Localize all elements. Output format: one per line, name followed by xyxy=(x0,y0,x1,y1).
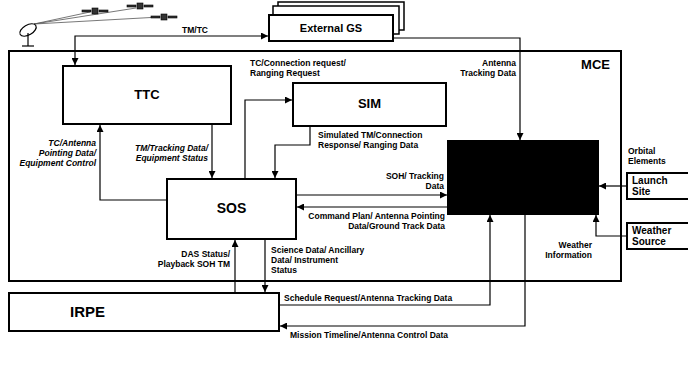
solar-panel xyxy=(82,10,91,12)
solar-panel xyxy=(127,5,136,7)
satellite-icon xyxy=(127,3,153,9)
connector-label: Antenna Tracking Data xyxy=(448,58,516,78)
band-title: MCE xyxy=(581,58,610,72)
process-box: SOS xyxy=(166,178,297,240)
connector-arrow xyxy=(211,125,212,178)
satellite-icon xyxy=(82,8,108,14)
connector-label: Mission Timeline/Antenna Control Data xyxy=(290,330,448,340)
box-title: TTC xyxy=(134,88,159,102)
connector-label: TC/Antenna Pointing Data/ Equipment Cont… xyxy=(14,138,96,169)
box-title: IRPE xyxy=(70,304,105,321)
external-source-box: Launch Site xyxy=(626,172,688,200)
antenna-dish xyxy=(18,21,39,46)
solar-panel xyxy=(168,16,177,18)
box-title: SIM xyxy=(358,97,381,111)
connector-label: TM/Tracking Data/ Equipment Status xyxy=(108,143,208,163)
connector-label: Weather Information xyxy=(534,240,592,260)
process-box: IRPE xyxy=(8,292,280,332)
connector-arrow xyxy=(234,240,235,292)
box-title: Weather Source xyxy=(632,225,688,247)
satellite-links xyxy=(34,8,160,24)
process-box: SIM xyxy=(292,82,447,127)
solar-panel xyxy=(99,10,108,12)
connector-label: Orbital Elements xyxy=(628,146,684,166)
connector-label: TM/TC xyxy=(182,25,208,35)
connector-label: Schedule Request/Antenna Tracking Data xyxy=(284,293,452,303)
solar-panel xyxy=(151,16,160,18)
connector-label: DAS Status/ Playback SOH TM xyxy=(146,249,230,269)
connector-arrow xyxy=(275,127,310,178)
connector-label: SOH/ Tracking Data xyxy=(378,171,444,191)
satellite-body xyxy=(161,14,167,20)
ground-station-box: External GS xyxy=(268,14,394,42)
radio-link xyxy=(34,17,160,24)
connector-arrow xyxy=(245,100,292,178)
redacted-box xyxy=(447,140,599,215)
process-box: TTC xyxy=(62,65,232,125)
connector-arrow xyxy=(297,206,447,207)
external-source-box: Weather Source xyxy=(626,222,688,250)
box-title: Launch Site xyxy=(632,175,688,197)
box-title: SOS xyxy=(217,201,247,216)
connector-label: TC/Connection request/ Ranging Request xyxy=(250,58,380,78)
satellite-body xyxy=(137,3,143,9)
box-title: External GS xyxy=(300,22,362,34)
solar-panel xyxy=(144,5,153,7)
connector-label: Command Plan/ Antenna Pointing Data/Grou… xyxy=(300,211,445,231)
connector-arrow xyxy=(297,194,447,195)
connector-label: Science Data/ Ancillary Data/ Instrument… xyxy=(271,245,366,276)
connector-label: Simulated TM/Connection Response/ Rangin… xyxy=(318,130,444,150)
radio-link xyxy=(34,8,136,24)
satellite-icon xyxy=(151,14,177,20)
dish-stand xyxy=(27,33,28,46)
dish-base xyxy=(22,45,34,46)
satellite-body xyxy=(92,8,98,14)
connector-arrow xyxy=(264,240,265,292)
